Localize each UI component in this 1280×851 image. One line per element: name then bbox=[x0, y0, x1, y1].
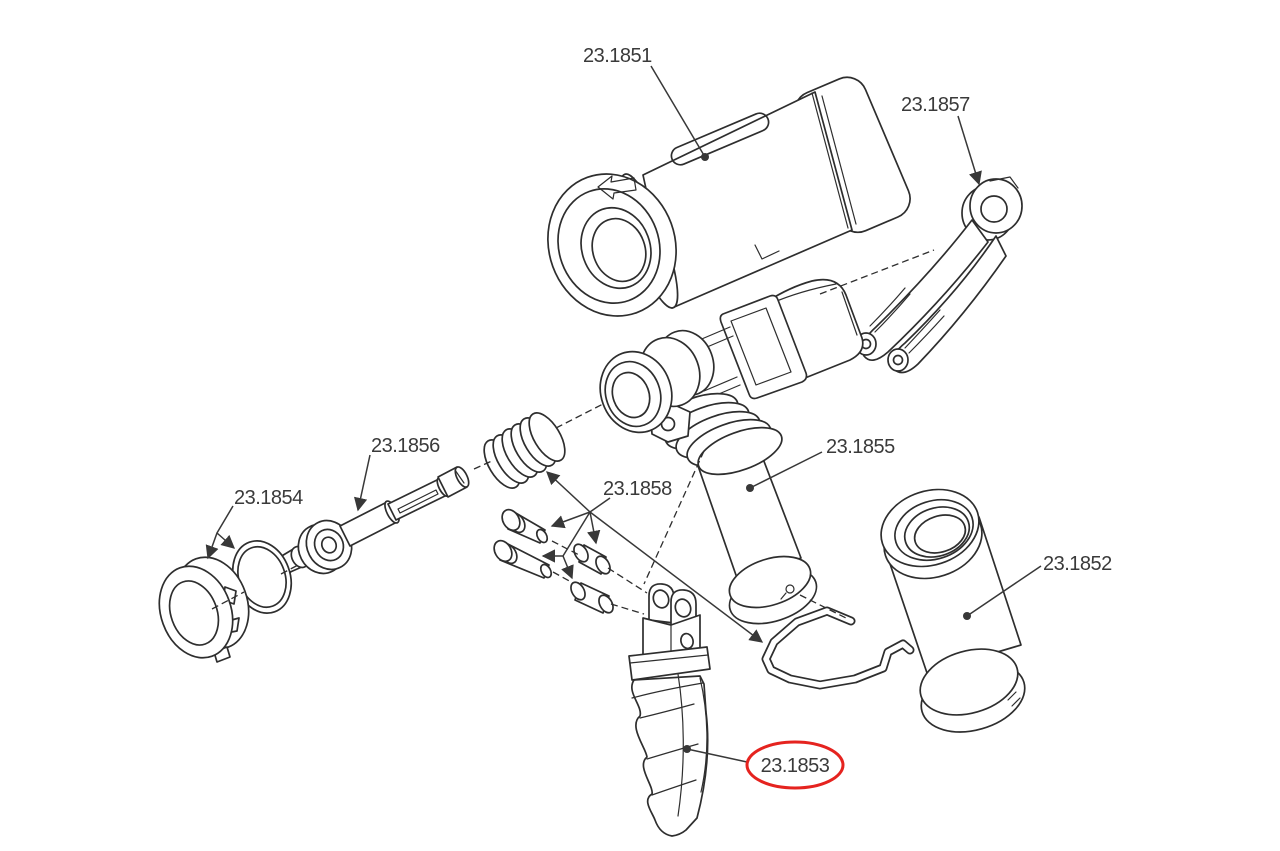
part-pins-and-sleeves bbox=[493, 508, 614, 614]
part-coil-spring bbox=[483, 412, 566, 489]
part-label-23-1853: 23.1853 bbox=[761, 755, 830, 777]
part-label-23-1858: 23.1858 bbox=[603, 478, 672, 500]
highlighted-label-23-1853: 23.1853 bbox=[745, 740, 845, 790]
part-valve-body bbox=[599, 278, 864, 625]
part-trigger-grip bbox=[628, 583, 711, 837]
part-barrel-housing bbox=[547, 76, 911, 317]
assembly-axis-dashes bbox=[211, 249, 935, 619]
part-label-23-1852: 23.1852 bbox=[1043, 553, 1112, 575]
part-cylindrical-sleeve bbox=[880, 488, 1026, 733]
part-label-23-1855: 23.1855 bbox=[826, 436, 895, 458]
molded-arrow-icon bbox=[597, 175, 637, 200]
leader-lines bbox=[205, 65, 1042, 763]
part-label-23-1851: 23.1851 bbox=[583, 45, 652, 67]
part-label-23-1856: 23.1856 bbox=[371, 435, 440, 457]
part-label-23-1854: 23.1854 bbox=[234, 487, 303, 509]
highlight-ellipse bbox=[745, 740, 845, 790]
part-end-cap-and-o-ring bbox=[158, 540, 293, 663]
part-wire-clip bbox=[761, 606, 915, 690]
part-shaft-with-bearing bbox=[275, 466, 470, 576]
part-label-23-1857: 23.1857 bbox=[901, 94, 970, 116]
part-labels: 23.1851 23.1857 23.1856 23.1854 23.1858 … bbox=[234, 45, 1113, 790]
